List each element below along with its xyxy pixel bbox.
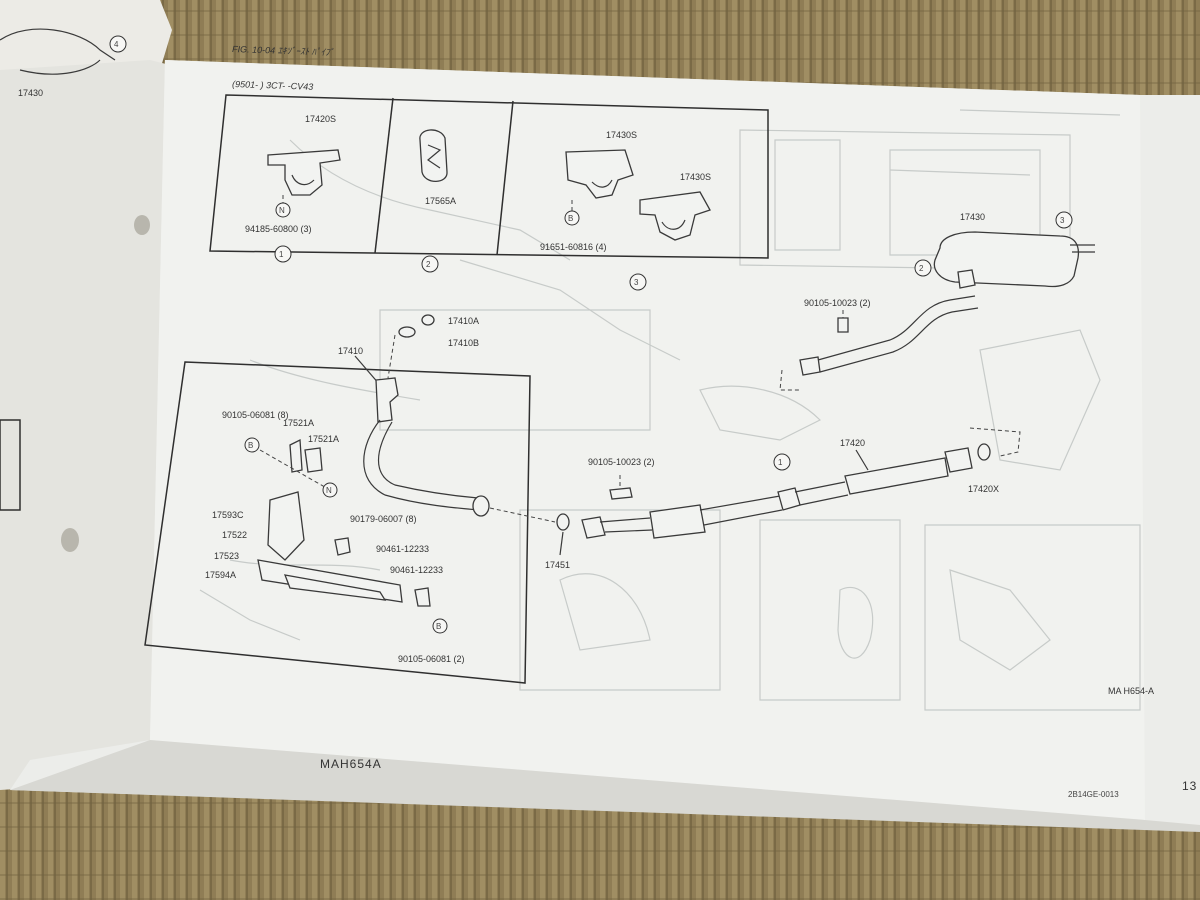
svg-text:2: 2 — [426, 260, 431, 269]
svg-text:90105-10023 (2): 90105-10023 (2) — [588, 457, 655, 467]
svg-text:17521A: 17521A — [283, 418, 314, 428]
detail-panels: 17420S N 94185-60800 (3) 1 17565A 2 1743… — [209, 94, 769, 291]
figure-header: FIG. 10-04 ｴｷｿﾞｰｽﾄ ﾊﾟｲﾌﾟ — [232, 44, 334, 58]
svg-text:4: 4 — [114, 40, 119, 49]
svg-text:17451: 17451 — [545, 560, 570, 570]
handwritten-code: MAH654A — [320, 757, 382, 771]
svg-text:17410B: 17410B — [448, 338, 479, 348]
exhaust-system: 17451 90105-10023 (2) 17420 1 17420X 901… — [489, 211, 1095, 570]
svg-text:90461-12233: 90461-12233 — [376, 544, 429, 554]
svg-text:17420S: 17420S — [305, 114, 336, 124]
svg-text:94185-60800 (3): 94185-60800 (3) — [245, 224, 312, 234]
svg-text:17430S: 17430S — [680, 172, 711, 182]
svg-text:90105-10023 (2): 90105-10023 (2) — [804, 298, 871, 308]
svg-text:17420: 17420 — [840, 438, 865, 448]
model-range: (9501- ) 3CT- -CV43 — [232, 79, 314, 92]
svg-text:1: 1 — [279, 250, 284, 259]
svg-text:90105-06081 (8): 90105-06081 (8) — [222, 410, 289, 420]
svg-text:90105-06081 (2): 90105-06081 (2) — [398, 654, 465, 664]
svg-text:2: 2 — [919, 264, 924, 273]
left-page: 17430 4 — [0, 0, 190, 790]
svg-text:N: N — [279, 206, 285, 215]
svg-text:91651-60816 (4): 91651-60816 (4) — [540, 242, 607, 252]
svg-text:17410: 17410 — [338, 346, 363, 356]
diagram-code: MA H654-A — [1108, 686, 1154, 696]
svg-text:17594A: 17594A — [205, 570, 236, 580]
svg-text:B: B — [436, 622, 441, 631]
svg-text:N: N — [326, 486, 332, 495]
detail-panel-1: 17420S N 94185-60800 (3) 1 — [245, 114, 341, 263]
svg-text:3: 3 — [634, 278, 639, 287]
page-code: 2B14GE-0013 — [1068, 790, 1119, 799]
svg-text:17522: 17522 — [222, 530, 247, 540]
svg-text:17565A: 17565A — [425, 196, 456, 206]
detail-panel-3: 17430S 17430S B 91651-60816 (4) 3 — [540, 130, 711, 291]
svg-text:17430: 17430 — [960, 212, 985, 222]
svg-text:B: B — [248, 441, 253, 450]
svg-text:17410A: 17410A — [448, 316, 479, 326]
svg-text:17521A: 17521A — [308, 434, 339, 444]
svg-text:3: 3 — [1060, 216, 1065, 225]
svg-text:17420X: 17420X — [968, 484, 999, 494]
front-pipe-assembly: 17410A 17410B 17410 90105-06081 (8) B 17… — [144, 314, 531, 684]
page-number: 13 — [1182, 779, 1197, 793]
svg-text:17593C: 17593C — [212, 510, 244, 520]
left-page-part-label: 17430 — [18, 88, 43, 98]
svg-text:1: 1 — [778, 458, 783, 467]
svg-text:17523: 17523 — [214, 551, 239, 561]
svg-text:B: B — [568, 214, 573, 223]
svg-text:90461-12233: 90461-12233 — [390, 565, 443, 575]
svg-text:90179-06007 (8): 90179-06007 (8) — [350, 514, 417, 524]
main-page — [10, 60, 1200, 832]
detail-panel-2: 17565A 2 — [419, 129, 456, 273]
svg-text:17430S: 17430S — [606, 130, 637, 140]
